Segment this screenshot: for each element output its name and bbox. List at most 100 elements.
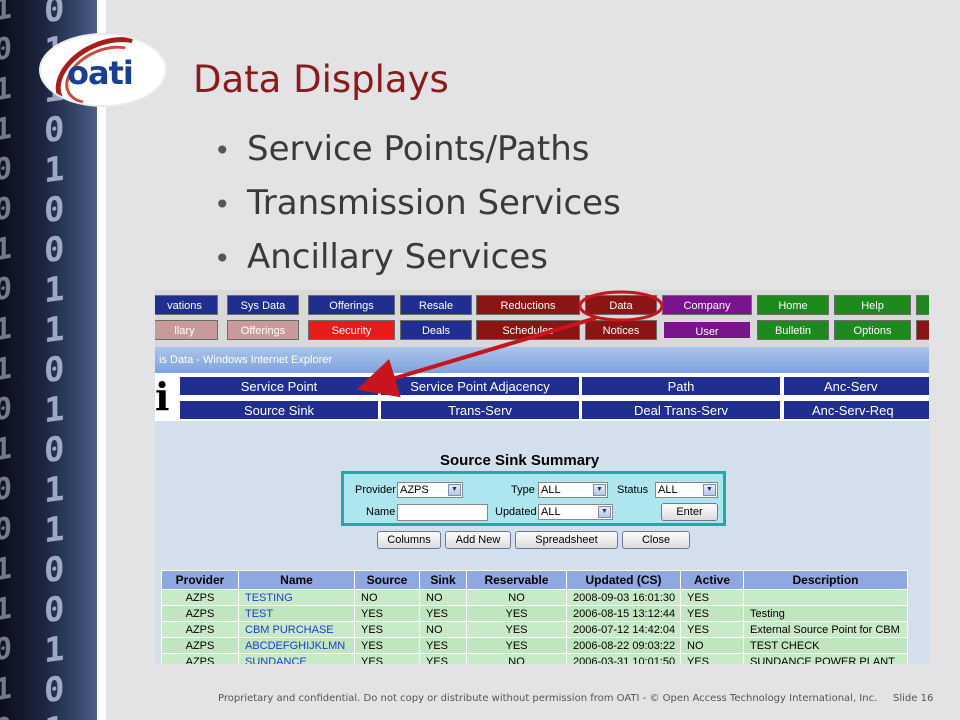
cell-sink: NO <box>419 589 467 606</box>
nav-company-button[interactable]: Company <box>662 295 752 315</box>
table-row[interactable]: AZPS ABCDEFGHIJKLMN YES YES YES 2006-08-… <box>161 637 908 654</box>
updated-select[interactable]: ALL▼ <box>538 504 613 520</box>
close-button[interactable]: Close <box>622 531 690 549</box>
column-header[interactable]: Source <box>354 570 420 590</box>
nav-resale-button[interactable]: Resale <box>400 295 472 315</box>
nav-schedules-button[interactable]: Schedules <box>476 320 580 340</box>
cell-provider: AZPS <box>161 605 239 622</box>
table-row[interactable]: AZPS SUNDANCE YES YES NO 2006-03-31 10:0… <box>161 653 908 664</box>
cell-updated: 2006-08-22 09:03:22 <box>566 637 681 654</box>
column-header[interactable]: Reservable <box>466 570 567 590</box>
tab-trans-serv[interactable]: Trans-Serv <box>380 400 580 420</box>
column-header[interactable]: Sink <box>419 570 467 590</box>
cell-provider: AZPS <box>161 589 239 606</box>
cell-updated: 2006-08-15 13:12:44 <box>566 605 681 622</box>
nav-offerings-button[interactable]: Offerings <box>308 295 395 315</box>
nav-offerings-2-button[interactable]: Offerings <box>227 320 299 340</box>
binary-code-decoration: 1 0 1 1 0 0 1 0 1 1 0 1 0 0 1 1 0 1 0 0 … <box>0 0 97 720</box>
cell-description <box>743 589 908 606</box>
table-row[interactable]: AZPS TEST YES YES YES 2006-08-15 13:12:4… <box>161 605 908 622</box>
oati-mini-logo: i <box>155 374 170 419</box>
slide-number: Slide 16 <box>893 693 934 704</box>
add-new-button[interactable]: Add New <box>445 531 511 549</box>
status-select[interactable]: ALL▼ <box>655 482 718 498</box>
nav-home-button[interactable]: Home <box>757 295 829 315</box>
slide-title: Data Displays <box>193 58 449 101</box>
cell-reservable: YES <box>466 637 567 654</box>
nav-options-button[interactable]: Options <box>834 320 911 340</box>
tab-path[interactable]: Path <box>581 376 781 396</box>
bullet-list: Service Points/Paths Transmission Servic… <box>214 128 621 290</box>
oasis-screenshot: vations Sys Data Offerings Resale Reduct… <box>155 290 929 664</box>
nav-data-button[interactable]: Data <box>585 295 657 315</box>
browser-title-bar: is Data - Windows Internet Explorer <box>155 347 929 373</box>
type-select[interactable]: ALL▼ <box>538 482 608 498</box>
cell-updated: 2006-07-12 14:42:04 <box>566 621 681 638</box>
cell-name-link[interactable]: TEST <box>238 605 355 622</box>
tab-anc-serv-req[interactable]: Anc-Serv-Req <box>783 400 929 420</box>
tab-anc-serv[interactable]: Anc-Serv <box>783 376 929 396</box>
name-input[interactable] <box>397 504 488 521</box>
bullet-item: Ancillary Services <box>214 236 621 290</box>
status-value: ALL <box>658 484 678 496</box>
nav-overflow-button[interactable] <box>916 295 929 315</box>
name-label: Name <box>366 506 396 518</box>
cell-description: TEST CHECK <box>743 637 908 654</box>
tab-service-point-adjacency[interactable]: Service Point Adjacency <box>380 376 580 396</box>
cell-active: YES <box>680 605 744 622</box>
cell-reservable: NO <box>466 589 567 606</box>
chevron-down-icon: ▼ <box>593 484 606 496</box>
cell-provider: AZPS <box>161 621 239 638</box>
divider <box>97 0 106 720</box>
cell-description: SUNDANCE POWER PLANT <box>743 653 908 664</box>
cell-name-link[interactable]: SUNDANCE <box>238 653 355 664</box>
cell-sink: YES <box>419 605 467 622</box>
nav-deals-button[interactable]: Deals <box>400 320 472 340</box>
column-header[interactable]: Provider <box>161 570 239 590</box>
cell-source: YES <box>354 621 420 638</box>
nav-overflow-2-button[interactable] <box>916 320 929 340</box>
cell-source: YES <box>354 637 420 654</box>
type-label: Type <box>511 484 535 496</box>
cell-reservable: NO <box>466 653 567 664</box>
tab-source-sink[interactable]: Source Sink <box>179 400 379 420</box>
column-header[interactable]: Active <box>680 570 744 590</box>
column-header[interactable]: Updated (CS) <box>566 570 681 590</box>
table-row[interactable]: AZPS CBM PURCHASE YES NO YES 2006-07-12 … <box>161 621 908 638</box>
cell-name-link[interactable]: ABCDEFGHIJKLMN <box>238 637 355 654</box>
nav-sys-data-button[interactable]: Sys Data <box>227 295 299 315</box>
nav-security-button[interactable]: Security <box>308 320 395 340</box>
nav-notices-button[interactable]: Notices <box>585 320 657 340</box>
submenu-pane: i Service Point Service Point Adjacency … <box>155 373 929 421</box>
cell-source: NO <box>354 589 420 606</box>
provider-select[interactable]: AZPS▼ <box>397 482 463 498</box>
nav-help-button[interactable]: Help <box>834 295 911 315</box>
nav-user-button[interactable]: User <box>662 320 752 340</box>
column-header[interactable]: Description <box>743 570 908 590</box>
tab-deal-trans-serv[interactable]: Deal Trans-Serv <box>581 400 781 420</box>
source-sink-table: Provider Name Source Sink Reservable Upd… <box>161 570 908 664</box>
cell-active: YES <box>680 589 744 606</box>
summary-title: Source Sink Summary <box>440 452 600 469</box>
footer-text: Proprietary and confidential. Do not cop… <box>218 693 878 704</box>
cell-active: YES <box>680 621 744 638</box>
cell-source: YES <box>354 653 420 664</box>
cell-active: NO <box>680 637 744 654</box>
cell-name-link[interactable]: CBM PURCHASE <box>238 621 355 638</box>
cell-reservable: YES <box>466 605 567 622</box>
nav-reservations-button[interactable]: vations <box>155 295 218 315</box>
nav-bulletin-button[interactable]: Bulletin <box>757 320 829 340</box>
cell-sink: NO <box>419 621 467 638</box>
nav-ancillary-button[interactable]: llary <box>155 320 218 340</box>
columns-button[interactable]: Columns <box>377 531 441 549</box>
nav-reductions-button[interactable]: Reductions <box>476 295 580 315</box>
spreadsheet-button[interactable]: Spreadsheet <box>515 531 618 549</box>
column-header[interactable]: Name <box>238 570 355 590</box>
bullet-item: Service Points/Paths <box>214 128 621 182</box>
browser-content: i Service Point Service Point Adjacency … <box>155 373 929 664</box>
table-row[interactable]: AZPS TESTING NO NO NO 2008-09-03 16:01:3… <box>161 589 908 606</box>
updated-label: Updated <box>495 506 537 518</box>
cell-name-link[interactable]: TESTING <box>238 589 355 606</box>
enter-button[interactable]: Enter <box>661 503 718 521</box>
tab-service-point[interactable]: Service Point <box>179 376 379 396</box>
